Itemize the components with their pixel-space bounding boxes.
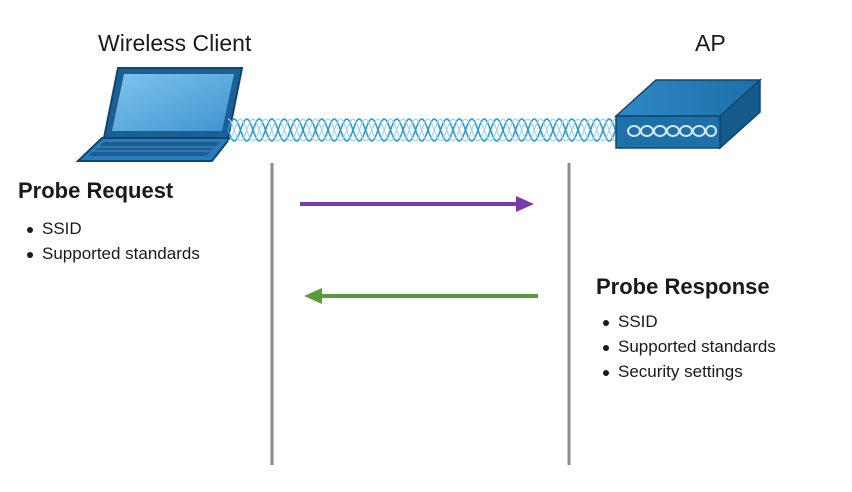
probe-response-arrow xyxy=(304,288,538,304)
access-point-icon xyxy=(614,78,762,150)
laptop-icon xyxy=(75,67,244,162)
probe-request-item: SSID xyxy=(24,216,200,241)
probe-request-list: SSID Supported standards xyxy=(24,216,200,266)
probe-request-title: Probe Request xyxy=(18,178,174,203)
ap-label: AP xyxy=(695,30,726,56)
probe-request-item: Supported standards xyxy=(24,241,200,266)
wireless-signal-icon xyxy=(227,118,619,142)
probe-response-list: SSID Supported standards Security settin… xyxy=(600,309,776,384)
probe-response-item: Supported standards xyxy=(600,334,776,359)
client-label: Wireless Client xyxy=(98,30,252,56)
probe-response-item: Security settings xyxy=(600,359,776,384)
probe-response-item: SSID xyxy=(600,309,776,334)
probe-response-title: Probe Response xyxy=(596,274,770,299)
probe-request-arrow xyxy=(300,196,534,212)
